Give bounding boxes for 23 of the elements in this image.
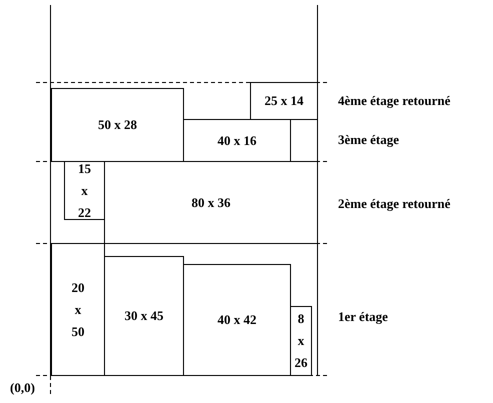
packed-rectangle bbox=[250, 82, 318, 120]
packed-rectangle bbox=[64, 161, 105, 220]
packed-rectangle bbox=[183, 119, 291, 162]
level-label: 2ème étage retourné bbox=[338, 196, 450, 212]
dimension-label: 30 x 45 bbox=[124, 308, 164, 324]
packed-rectangle bbox=[290, 306, 312, 376]
packed-rectangle bbox=[51, 88, 184, 162]
level-label: 1er étage bbox=[338, 309, 388, 325]
level-label: 4ème étage retourné bbox=[338, 93, 450, 109]
origin-label: (0,0) bbox=[10, 380, 35, 396]
dimension-label: 80 x 36 bbox=[192, 194, 230, 210]
dimension-label: 15 x 22 bbox=[78, 160, 91, 222]
dimension-label: 40 x 42 bbox=[218, 312, 256, 328]
packed-rectangle bbox=[104, 161, 318, 244]
packed-rectangle bbox=[183, 264, 291, 376]
dimension-label: 25 x 14 bbox=[264, 93, 304, 109]
dimension-label: 40 x 16 bbox=[218, 132, 256, 148]
dimension-label: 8 x 26 bbox=[294, 310, 308, 372]
packed-rectangle bbox=[51, 243, 105, 376]
level-label: 3ème étage bbox=[338, 132, 399, 148]
dimension-label: 20 x 50 bbox=[72, 278, 84, 340]
packed-rectangle bbox=[104, 256, 184, 376]
dimension-label: 50 x 28 bbox=[98, 117, 137, 133]
